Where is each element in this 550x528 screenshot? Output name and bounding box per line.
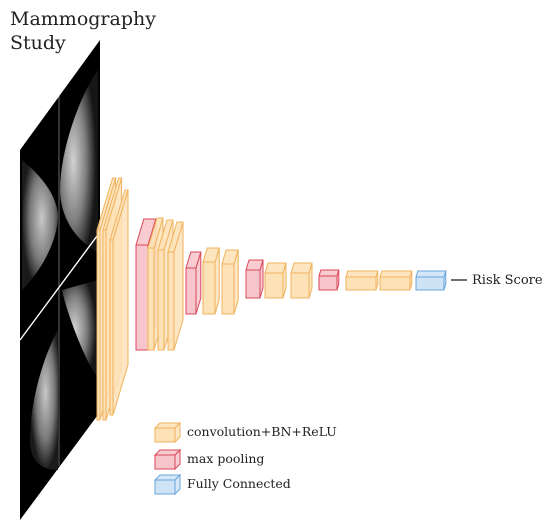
layer-block-conv [221,249,239,315]
layer-block-conv [290,262,313,299]
layer-front-face [96,229,101,421]
layer-block-pool [245,259,264,299]
layer-front-face [135,244,149,351]
layer-front-face [157,249,165,351]
mammogram-top-left [22,160,58,290]
layer-top-face [290,262,313,274]
layer-top-face [345,270,379,278]
mammography-images [19,40,101,520]
layer-block-conv [167,221,184,351]
layer-block-conv [379,270,413,291]
mammogram-top-right [60,70,98,252]
layer-top-face [318,269,340,277]
layer-front-face [415,276,445,291]
legend-label-pool: max pooling [187,451,264,466]
title-line-2: Study [10,32,66,54]
network-layers [96,177,447,421]
mammogram-bottom-right [62,280,98,378]
legend-swatch-fc [153,473,182,496]
legend-label-conv: convolution+BN+ReLU [187,424,337,439]
layer-front-face [290,272,310,299]
layer-top-face [264,262,287,274]
layer-front-face [147,247,155,351]
layer-block-fc [415,270,447,291]
layer-block-conv [109,189,129,416]
mammogram-bottom-left [30,330,58,470]
layer-block-pool [318,269,340,291]
title-line-1: Mammography [10,8,156,30]
layer-block-conv [264,262,287,299]
layer-front-face [345,276,377,291]
layer-front-face [202,261,216,315]
layer-front-face [185,267,197,315]
layer-top-face [245,259,264,271]
layer-front-face [102,229,107,421]
layer-front-face [318,275,338,291]
layer-front-face [379,276,411,291]
layer-front-face [264,272,284,299]
layer-front-face [245,269,261,299]
layer-front-face [167,251,175,351]
layer-block-conv [202,247,220,315]
layer-front-face [109,239,114,416]
layer-front-face [221,263,235,315]
layer-top-face [415,270,447,278]
layer-top-face [379,270,413,278]
legend-swatch-conv [153,421,182,444]
legend-label-fc: Fully Connected [187,476,291,491]
mammogram-divider [19,231,101,341]
risk-score-label: Risk Score [472,273,543,288]
layer-block-pool [185,251,202,315]
layer-block-conv [345,270,379,291]
legend-swatch-pool [153,448,182,471]
